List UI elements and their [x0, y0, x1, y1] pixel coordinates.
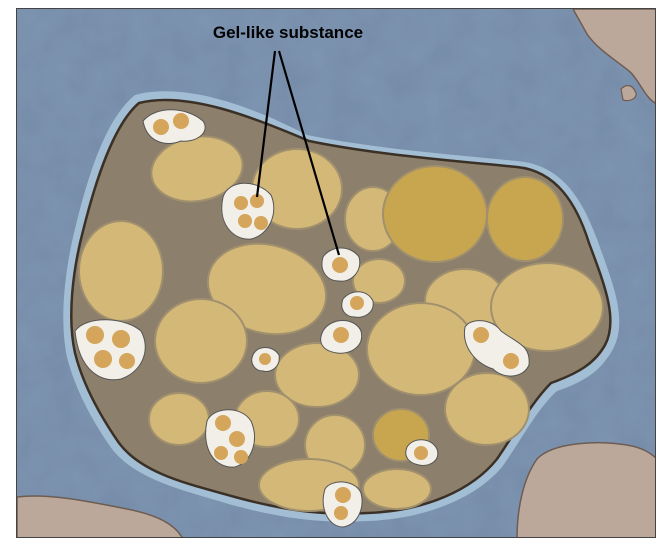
grain: [445, 373, 529, 445]
grain: [155, 299, 247, 383]
grain: [149, 393, 209, 445]
gel-cluster: [406, 440, 438, 466]
grain: [383, 166, 487, 262]
gel-cluster: [342, 292, 373, 318]
illustration: [17, 9, 656, 538]
diagram-figure: Gel-like substance: [16, 8, 656, 538]
gel-cluster: [322, 248, 360, 281]
gel-cluster: [252, 348, 280, 372]
grain: [487, 177, 563, 261]
grain: [79, 221, 163, 321]
grain: [363, 469, 431, 509]
